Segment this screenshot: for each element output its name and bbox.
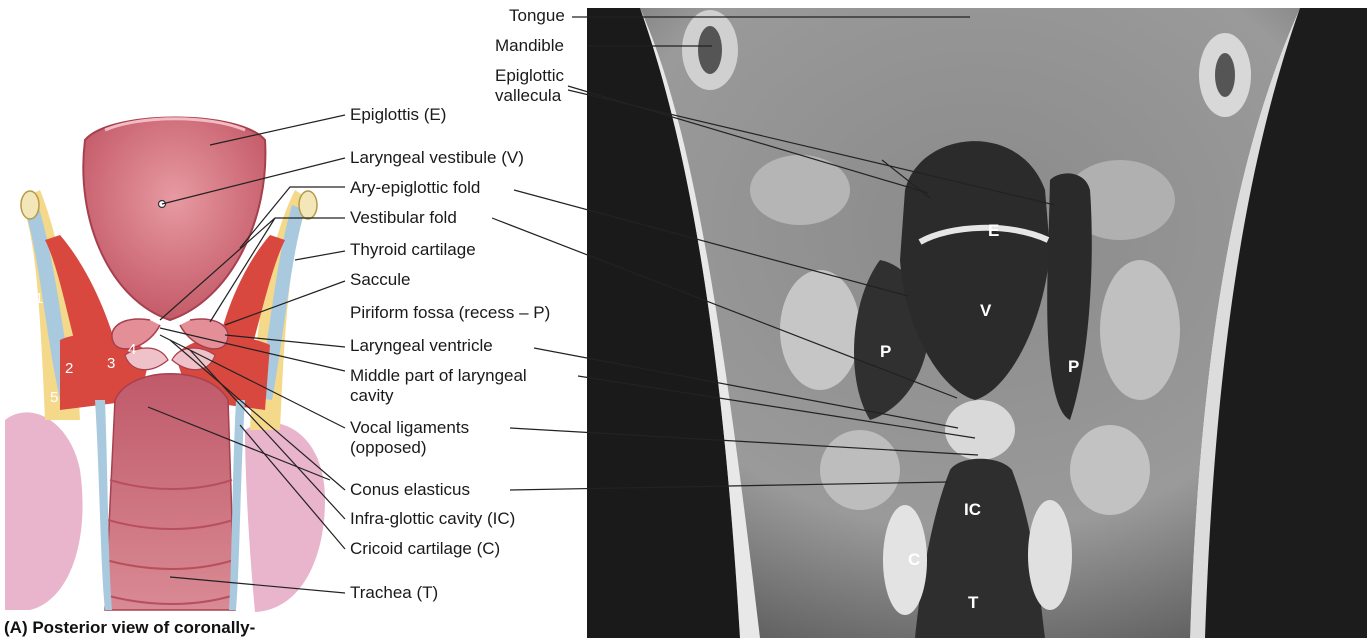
mri-letter-ic: IC xyxy=(964,500,981,519)
mri-letter-t: T xyxy=(968,593,979,612)
label-tongue: Tongue xyxy=(509,6,565,26)
label-ary-epiglottic-fold: Ary-epiglottic fold xyxy=(350,178,480,198)
label-vocal-ligaments-2: (opposed) xyxy=(350,438,427,458)
drawing-number-4: 4 xyxy=(128,341,136,358)
mri-letter-p-left: P xyxy=(880,342,891,361)
label-laryngeal-vestibule: Laryngeal vestibule (V) xyxy=(350,148,524,168)
label-saccule: Saccule xyxy=(350,270,410,290)
label-middle-part-1: Middle part of laryngeal xyxy=(350,366,527,386)
label-piriform-fossa: Piriform fossa (recess – P) xyxy=(350,303,550,323)
drawing-number-5: 5 xyxy=(50,389,58,406)
label-conus-elasticus: Conus elasticus xyxy=(350,480,470,500)
label-cricoid-cartilage: Cricoid cartilage (C) xyxy=(350,539,500,559)
label-vocal-ligaments-1: Vocal ligaments xyxy=(350,418,469,438)
label-laryngeal-ventricle: Laryngeal ventricle xyxy=(350,336,493,356)
leader-thyroid xyxy=(295,251,345,260)
drawing-number-1: 1 xyxy=(35,290,43,307)
label-trachea: Trachea (T) xyxy=(350,583,438,603)
label-epiglottic-vallecula-2: vallecula xyxy=(495,86,561,106)
mri-letter-e: E xyxy=(988,221,999,240)
figure-caption: (A) Posterior view of coronally- xyxy=(4,618,255,638)
label-epiglottic-vallecula-1: Epiglottic xyxy=(495,66,564,86)
mri-letter-v: V xyxy=(980,301,992,320)
drawing-number-2: 2 xyxy=(65,360,73,377)
mri-letter-c: C xyxy=(908,550,920,569)
mri-image xyxy=(587,8,1367,638)
label-middle-part-2: cavity xyxy=(350,386,393,406)
label-thyroid-cartilage: Thyroid cartilage xyxy=(350,240,476,260)
label-epiglottis: Epiglottis (E) xyxy=(350,105,446,125)
label-mandible: Mandible xyxy=(495,36,564,56)
drawing-number-3: 3 xyxy=(107,355,115,372)
label-vestibular-fold: Vestibular fold xyxy=(350,208,457,228)
anatomy-drawing: 1 2 3 4 5 xyxy=(5,118,325,613)
mri-letter-p-right: P xyxy=(1068,357,1079,376)
label-infra-glottic-cavity: Infra-glottic cavity (IC) xyxy=(350,509,515,529)
